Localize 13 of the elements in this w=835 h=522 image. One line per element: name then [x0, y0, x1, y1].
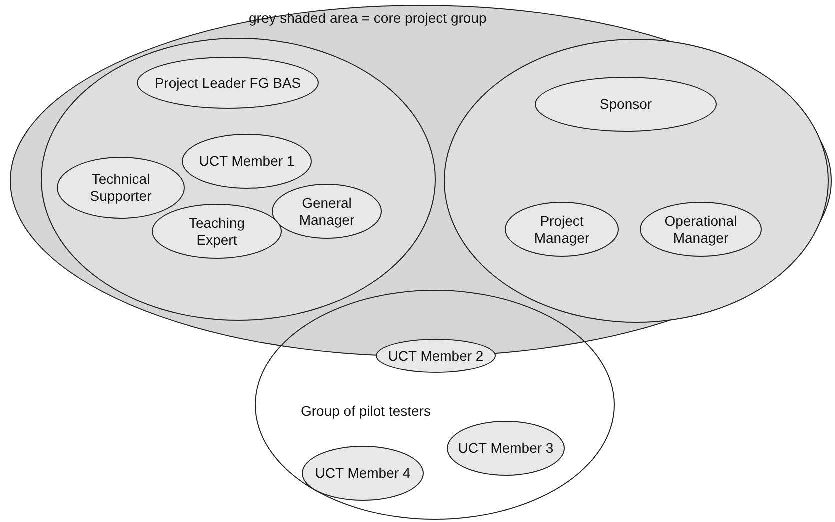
- role-label: Sponsor: [600, 96, 652, 113]
- group-heading: Group of pilot testers: [301, 403, 431, 419]
- role-label: General Manager: [298, 194, 356, 228]
- pilot-group-ellipse: [255, 290, 615, 520]
- role-label: Teaching Expert: [188, 214, 246, 248]
- role-label: Project Manager: [533, 212, 591, 246]
- role-label: Technical Supporter: [89, 171, 153, 205]
- role-label: Project Leader FG BAS: [154, 74, 302, 92]
- role-label: Operational Manager: [664, 212, 738, 246]
- role-label: UCT Member 1: [199, 153, 295, 170]
- role-label: UCT Member 2: [388, 348, 484, 364]
- role-label: UCT Member 4: [315, 465, 411, 482]
- role-label: UCT Member 3: [458, 440, 554, 457]
